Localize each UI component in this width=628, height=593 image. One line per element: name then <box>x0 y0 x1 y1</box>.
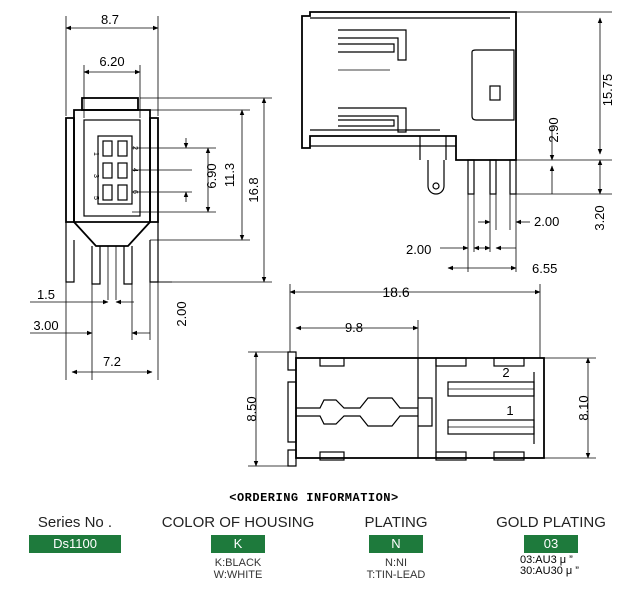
ordering-gold-note-1: 03:AU3 μ ” <box>520 554 573 566</box>
ordering-plating-value: N <box>369 535 423 553</box>
dim-pin-span: 3.00 <box>33 318 58 333</box>
bottom-view: 2 1 18.6 9.8 8.50 8.10 <box>244 284 596 467</box>
pin-number-5: 5 <box>92 196 99 200</box>
front-view: 1 2 3 4 5 6 8.7 6.20 6.90 11.3 16.8 <box>30 12 272 380</box>
ordering-plating-notes: N:NI T:TIN-LEAD <box>344 557 448 581</box>
ordering-gold-value: 03 <box>524 535 578 553</box>
pin-number-1: 1 <box>92 152 99 156</box>
ordering-title: <ORDERING INFORMATION> <box>229 491 399 505</box>
ordering-gold-header: GOLD PLATING <box>496 514 606 531</box>
dim-pin-spacing: 7.2 <box>103 354 121 369</box>
ordering-color: COLOR OF HOUSING K K:BLACK W:WHITE <box>148 514 328 581</box>
dim-side-pitch-left: 2.00 <box>406 242 431 257</box>
ordering-color-header: COLOR OF HOUSING <box>161 514 315 531</box>
ordering-series-header: Series No . <box>37 514 113 531</box>
ordering-series-value: Ds1100 <box>29 535 121 553</box>
dim-side-offset-b: 3.20 <box>592 205 607 230</box>
dim-side-height-total: 15.75 <box>600 74 615 107</box>
side-view: 15.75 2.90 3.20 2.00 2.00 6.55 <box>301 11 615 276</box>
dim-width-overall: 8.7 <box>101 12 119 27</box>
front-view-body <box>65 97 159 300</box>
ordering-gold-note-2: 30:AU30 μ ” <box>520 565 579 577</box>
ordering-color-note-1: K:BLACK <box>214 557 262 569</box>
ordering-color-value: K <box>211 535 265 553</box>
dim-pitch-vertical: 6.90 <box>204 163 219 188</box>
ordering-plating: PLATING N N:NI T:TIN-LEAD <box>344 514 448 581</box>
side-view-body <box>301 11 517 195</box>
technical-drawing: 1 2 3 4 5 6 8.7 6.20 6.90 11.3 16.8 <box>30 11 615 467</box>
pin-number-3: 3 <box>92 174 99 178</box>
dim-height-total: 16.8 <box>246 177 261 202</box>
dim-side-span: 6.55 <box>532 261 557 276</box>
dim-bottom-length-part: 9.8 <box>345 320 363 335</box>
dim-side-pitch-right: 2.00 <box>534 214 559 229</box>
ordering-plating-note-1: N:NI <box>385 557 407 569</box>
ordering-plating-note-2: T:TIN-LEAD <box>366 569 426 581</box>
dim-pin-width: 1.5 <box>37 287 55 302</box>
ordering-series: Series No . Ds1100 <box>20 514 130 553</box>
dim-bottom-length: 18.6 <box>382 284 409 300</box>
port-label-1: 1 <box>506 403 513 418</box>
ordering-color-notes: K:BLACK W:WHITE <box>148 557 328 581</box>
ordering-color-note-2: W:WHITE <box>213 569 263 581</box>
ordering-gold-notes: 03:AU3 μ ” 30:AU30 μ ” <box>520 555 616 577</box>
dim-height-body: 11.3 <box>222 163 237 187</box>
dim-width-inner: 6.20 <box>99 54 124 69</box>
dim-bottom-width-right: 8.10 <box>576 395 591 420</box>
port-label-2: 2 <box>502 365 509 380</box>
dim-side-offset-a: 2.90 <box>546 117 561 142</box>
ordering-plating-header: PLATING <box>364 514 428 531</box>
ordering-gold: GOLD PLATING 03 03:AU3 μ ” 30:AU30 μ ” <box>486 514 616 577</box>
dim-pin-offset: 2.00 <box>174 301 189 326</box>
dim-bottom-width-left: 8.50 <box>244 396 259 421</box>
